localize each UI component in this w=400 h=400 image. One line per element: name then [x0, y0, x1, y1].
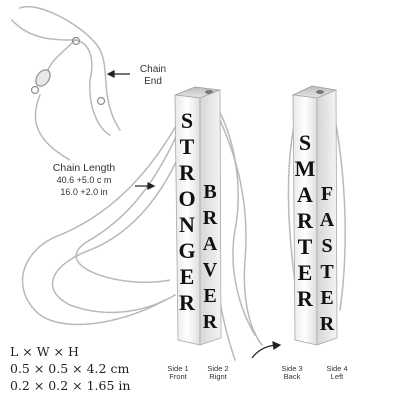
side-3-label: Side 3 Back: [281, 364, 303, 381]
chain-length-in: 16.0 +2.0 in: [60, 187, 108, 197]
curved-arrow-icon: [251, 341, 282, 359]
engraved-letter: R: [179, 160, 196, 185]
engraved-letter: R: [179, 290, 196, 315]
engraved-letter: E: [203, 285, 216, 307]
engraved-letter: E: [180, 264, 195, 289]
dimensions-cm: 0.5 × 0.5 × 4.2 cm: [10, 361, 130, 376]
engraved-letter: R: [203, 311, 218, 333]
engraved-letter: T: [298, 234, 313, 259]
engraved-letter: T: [180, 134, 195, 159]
engraved-letter: B: [203, 181, 216, 203]
engraved-letter: G: [178, 238, 195, 263]
engraved-letter: S: [299, 130, 311, 155]
engraved-letter: M: [295, 156, 316, 181]
side-4-label: Side 4 Left: [326, 364, 348, 381]
engraved-letter: R: [320, 313, 335, 335]
engraved-letter: T: [320, 261, 334, 283]
engraved-letter: E: [298, 260, 313, 285]
dimensions-in: 0.2 × 0.2 × 1.65 in: [10, 378, 131, 393]
chain-length-cm: 40.6 +5.0 c m: [56, 175, 112, 185]
engraved-letter: O: [178, 186, 195, 211]
side-2-label: Side 2 Rignt: [207, 364, 229, 381]
dimensions-header: L × W × H: [10, 344, 79, 359]
engraved-letter: R: [297, 208, 314, 233]
side-1-label: Side 1 Front: [167, 364, 189, 381]
engraved-letter: R: [297, 286, 314, 311]
engraved-letter: E: [320, 287, 333, 309]
engraved-letter: N: [179, 212, 195, 237]
arrow-icon-chain-end: [106, 70, 130, 78]
engraved-letter: A: [320, 209, 335, 231]
engraved-letter: A: [297, 182, 313, 207]
lobster-clasp-icon: [30, 36, 106, 106]
engraved-letter: F: [321, 183, 333, 205]
chain-length-title: Chain Length: [52, 162, 116, 174]
chain-length-block: Chain Length 40.6 +5.0 c m 16.0 +2.0 in: [38, 162, 130, 198]
engraved-letter: S: [321, 235, 332, 257]
engraved-letter: V: [203, 259, 218, 281]
engraved-letter: A: [203, 233, 218, 255]
engraved-letter: R: [203, 207, 218, 229]
dimensions-block: L × W × H 0.5 × 0.5 × 4.2 cm 0.2 × 0.2 ×…: [10, 343, 130, 394]
engraved-letter: S: [181, 108, 193, 133]
chain-end-label: Chain End: [139, 64, 167, 87]
arrow-icon-chain-length: [135, 182, 156, 190]
